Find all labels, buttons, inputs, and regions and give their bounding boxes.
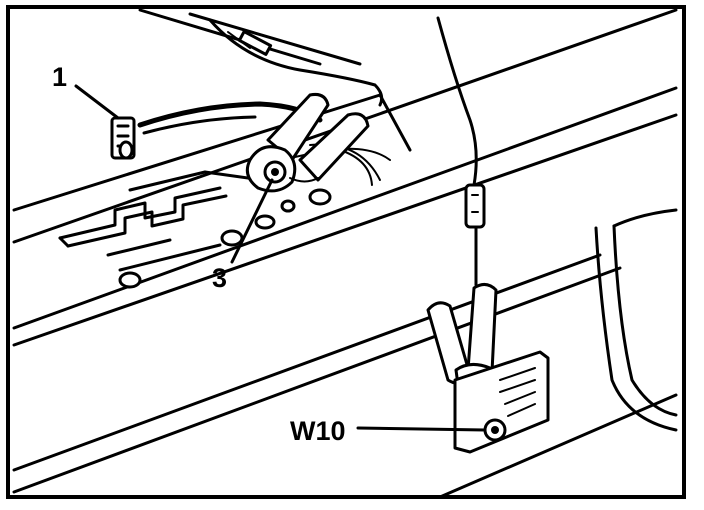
callout-w10-group: W10 [290,416,487,446]
leader-line-1 [74,84,120,120]
battery-tray [58,143,391,289]
leader-line-w10 [356,426,487,432]
callout-label-w10: W10 [290,416,346,446]
callout-1-group: 1 [52,62,120,120]
jumper-cable-w10 [426,16,550,454]
figure-border [6,5,686,499]
callout-label-1: 1 [52,62,67,92]
jumper-clamps-top [208,18,384,193]
leader-line-3 [230,178,274,264]
vehicle-body [12,8,678,499]
callout-3-group: 3 [212,178,274,293]
callout-label-3: 3 [212,263,227,293]
